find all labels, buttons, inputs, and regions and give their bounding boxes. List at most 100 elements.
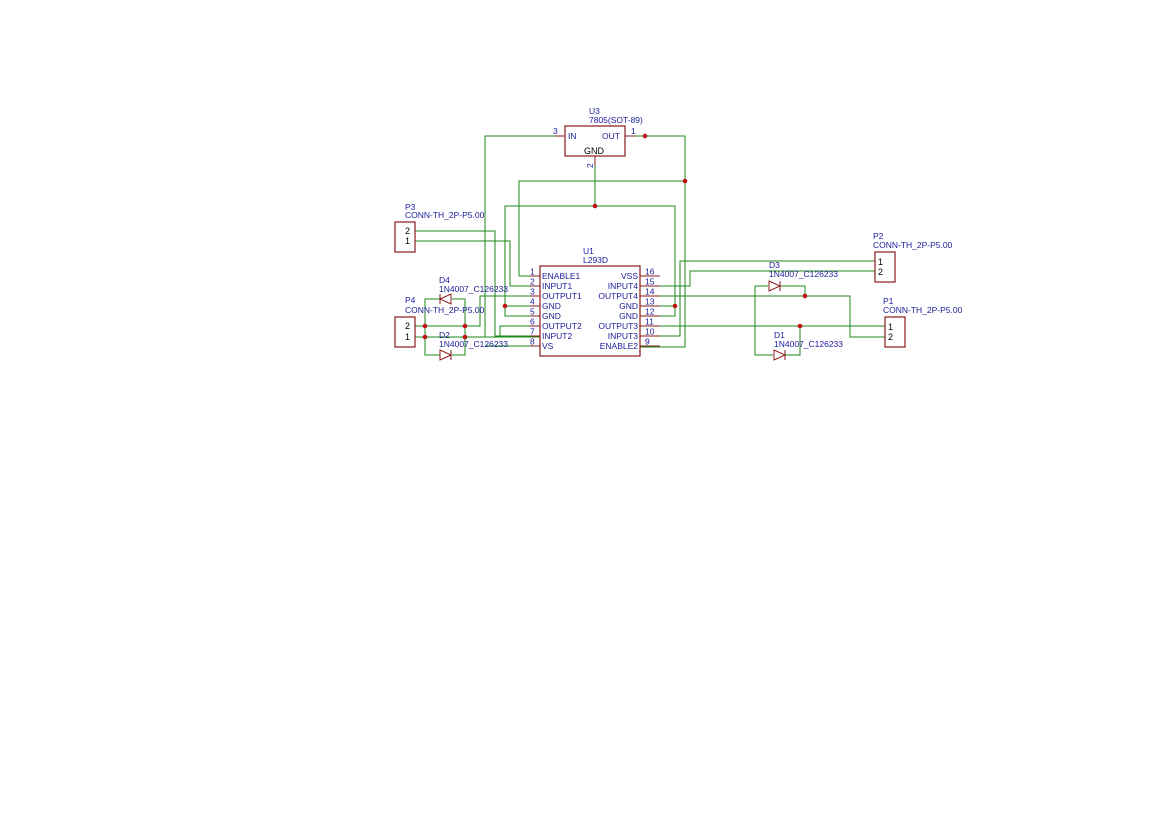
u1-pin-number: 2 (530, 277, 535, 287)
wire-5v-bus (518, 180, 685, 277)
p3-ref: P3 (405, 202, 416, 212)
u1-pin-name: OUTPUT2 (542, 321, 582, 331)
u1-pin-number: 8 (530, 337, 535, 347)
p2-connector[interactable]: P2 CONN-TH_2P-P5.00 1 2 (873, 231, 953, 283)
wire-output4 (640, 295, 885, 338)
p4-pin-b: 1 (405, 332, 410, 342)
u1-pin-name: GND (619, 311, 638, 321)
wire-d1-loop (754, 286, 773, 356)
d3-value: 1N4007_C126233 (769, 269, 838, 279)
u1-pin-name: OUTPUT4 (598, 291, 638, 301)
junctions (422, 133, 808, 340)
d4-diode[interactable]: D4 1N4007_C126233 (438, 275, 508, 305)
p3-connector[interactable]: P3 CONN-TH_2P-P5.00 2 1 (394, 202, 485, 253)
d3-triangle (768, 280, 782, 292)
p1-connector[interactable]: P1 CONN-TH_2P-P5.00 1 2 (883, 296, 963, 348)
u1-body (539, 265, 641, 357)
p4-pin-a: 2 (405, 321, 410, 331)
u1-pin-name: INPUT1 (542, 281, 573, 291)
u3-value: 7805(SOT-89) (589, 115, 643, 125)
junction (502, 303, 508, 309)
junction (422, 323, 428, 329)
d3-diode[interactable]: D3 1N4007_C126233 (768, 260, 838, 292)
p2-ref: P2 (873, 231, 884, 241)
d4-value: 1N4007_C126233 (439, 284, 508, 294)
p3-body (394, 221, 416, 253)
d1-triangle (773, 349, 787, 361)
p1-pin-a: 1 (888, 322, 893, 332)
wire-d2-loop (424, 326, 440, 356)
p1-ref: P1 (883, 296, 894, 306)
p2-value: CONN-TH_2P-P5.00 (873, 240, 953, 250)
wire-output1 (415, 295, 540, 327)
wire-d1-right (785, 326, 801, 356)
u1-pin-number: 10 (645, 327, 655, 337)
u1-pin-name: GND (619, 301, 638, 311)
wire-d4-loop (424, 298, 440, 326)
d4-ref: D4 (439, 275, 450, 285)
d2-diode[interactable]: D2 1N4007_C126233 (439, 330, 508, 361)
u1-pin-number: 6 (530, 317, 535, 327)
u1-pin-number: 7 (530, 327, 535, 337)
u1-pin-name: ENABLE1 (542, 271, 581, 281)
wire-p3-1 (415, 240, 540, 287)
u3-ref: U3 (589, 106, 600, 116)
u1-pin-name: OUTPUT1 (542, 291, 582, 301)
junction (592, 203, 598, 209)
p1-body (884, 316, 906, 348)
p2-pin-b: 2 (878, 267, 883, 277)
wire-gnd-bus (504, 156, 596, 317)
wire-u3-out (625, 135, 686, 348)
u1-pin-number: 13 (645, 297, 655, 307)
u1-ref: U1 (583, 246, 594, 256)
junction (797, 323, 803, 329)
p4-connector[interactable]: P4 CONN-TH_2P-P5.00 2 1 (394, 295, 485, 348)
p2-pin-a: 1 (878, 257, 883, 267)
u1-pin-name: OUTPUT3 (598, 321, 638, 331)
u1-pin-name: ENABLE2 (600, 341, 639, 351)
wire-input4 (640, 270, 875, 287)
d1-ref: D1 (774, 330, 785, 340)
u1-pin-number: 16 (645, 267, 655, 277)
p1-value: CONN-TH_2P-P5.00 (883, 305, 963, 315)
p2-body (874, 251, 896, 283)
junction (682, 178, 688, 184)
u1-pin-name: GND (542, 311, 561, 321)
d1-value: 1N4007_C126233 (774, 339, 843, 349)
u3-pin-gnd-label: GND (584, 146, 605, 156)
u1-pin-number: 15 (645, 277, 655, 287)
junction (462, 334, 468, 340)
junction (462, 323, 468, 329)
d1-diode[interactable]: D1 1N4007_C126233 (773, 330, 843, 361)
u3-pin-out-label: OUT (602, 131, 620, 141)
u1-pin-number: 1 (530, 267, 535, 277)
p1-pin-b: 2 (888, 332, 893, 342)
u1-right-pins: 16VSS15INPUT414OUTPUT413GND12GND11OUTPUT… (598, 267, 660, 351)
u1-pin-name: INPUT4 (608, 281, 639, 291)
d2-triangle (439, 349, 453, 361)
junction (422, 334, 428, 340)
wire-output2 (415, 325, 540, 338)
u3-pin-in-label: IN (568, 131, 577, 141)
u1-pin-name: INPUT3 (608, 331, 639, 341)
u3-pin-out-num: 1 (631, 126, 636, 136)
d3-ref: D3 (769, 260, 780, 270)
u1-pin-number: 5 (530, 307, 535, 317)
u1-pin-name: GND (542, 301, 561, 311)
u1-pin-name: VS (542, 341, 554, 351)
d2-ref: D2 (439, 330, 450, 340)
junction (672, 303, 678, 309)
u1-pin-number: 14 (645, 287, 655, 297)
wire-p3-2 (415, 230, 540, 337)
p4-body (394, 316, 416, 348)
u1-pin-name: VSS (621, 271, 638, 281)
u1-pin-number: 11 (645, 317, 654, 327)
u1-pin-number: 9 (645, 337, 650, 347)
u1-value: L293D (583, 255, 608, 265)
d4-triangle (438, 293, 452, 305)
u1-pin-number: 12 (645, 307, 655, 317)
u3-pin-gnd-num: 2 (585, 163, 595, 168)
u3-regulator[interactable]: U3 7805(SOT-89) IN OUT GND 3 1 2 (553, 106, 643, 168)
wire-d3-right (780, 285, 806, 296)
